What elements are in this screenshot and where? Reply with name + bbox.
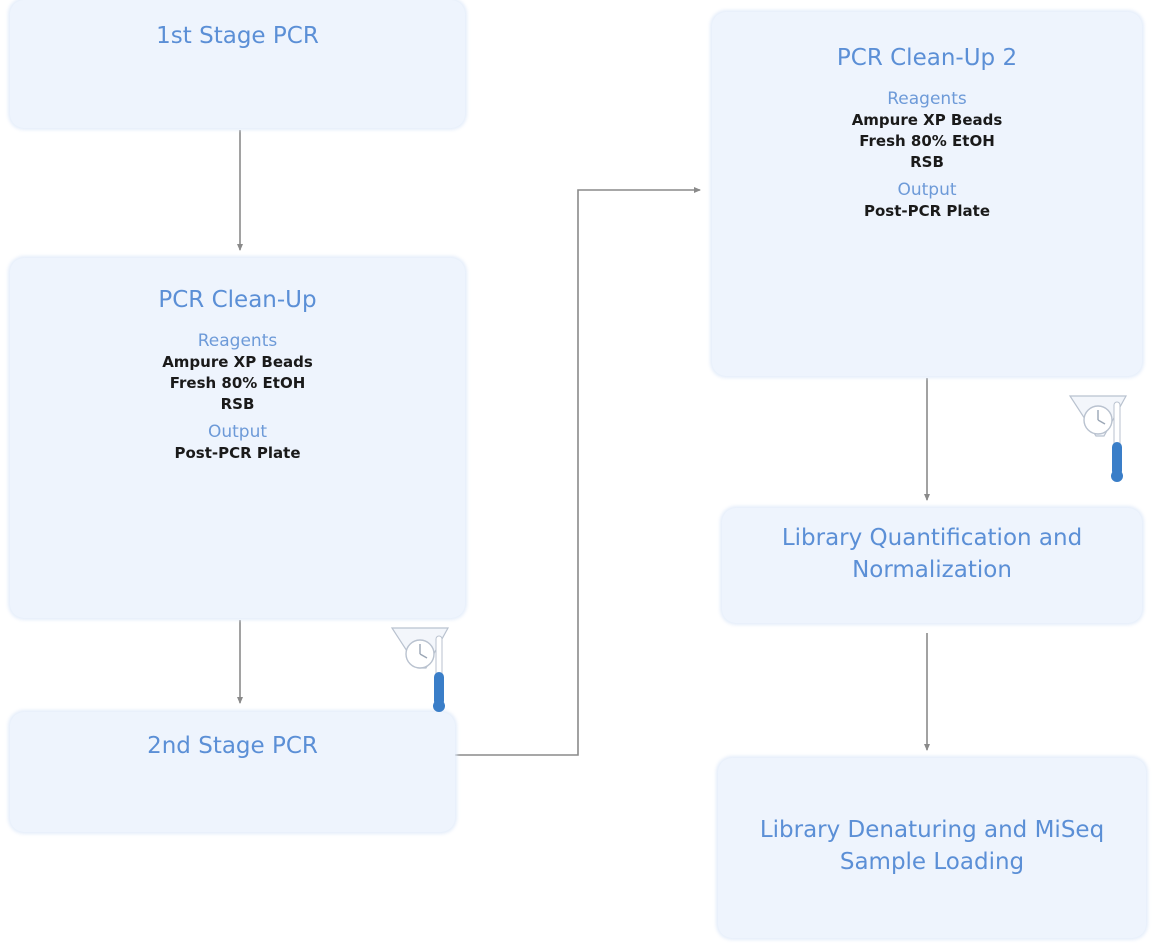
step-title: 2nd Stage PCR bbox=[147, 733, 318, 759]
step-1st-stage-pcr: 1st Stage PCR bbox=[10, 0, 465, 128]
reagent-item: RSB bbox=[220, 395, 255, 413]
reagent-item: Ampure XP Beads bbox=[851, 111, 1003, 129]
step-library-denaturing: Library Denaturing and MiSeq Sample Load… bbox=[718, 758, 1146, 938]
arrow-stage2-to-cleanup2 bbox=[455, 187, 701, 756]
reagents-label: Reagents bbox=[887, 89, 967, 109]
timer-thermometer-icon bbox=[390, 627, 450, 712]
reagents-label: Reagents bbox=[197, 331, 278, 351]
reagent-item: Fresh 80% EtOH bbox=[169, 374, 306, 392]
reagent-item: Fresh 80% EtOH bbox=[859, 132, 995, 150]
step-title: PCR Clean-Up bbox=[158, 287, 317, 313]
output-item: Post-PCR Plate bbox=[864, 202, 990, 220]
step-title: 1st Stage PCR bbox=[156, 23, 319, 49]
reagent-item: RSB bbox=[910, 153, 944, 171]
step-pcr-cleanup: PCR Clean-Up Reagents Ampure XP Beads Fr… bbox=[10, 258, 465, 618]
output-label: Output bbox=[207, 422, 268, 442]
step-title-line-1: Library Quantification and bbox=[781, 525, 1083, 551]
output-label: Output bbox=[897, 180, 957, 200]
step-title: PCR Clean-Up 2 bbox=[836, 45, 1018, 71]
step-2nd-stage-pcr: 2nd Stage PCR bbox=[10, 712, 455, 832]
output-item: Post-PCR Plate bbox=[174, 444, 301, 462]
step-title-line-2: Sample Loading bbox=[839, 849, 1025, 875]
step-pcr-cleanup-2: PCR Clean-Up 2 Reagents Ampure XP Beads … bbox=[712, 12, 1142, 376]
reagent-item: Ampure XP Beads bbox=[162, 353, 313, 371]
timer-thermometer-icon bbox=[1068, 395, 1128, 482]
step-library-quantification: Library Quantification and Normalization bbox=[722, 508, 1142, 623]
step-title-line-1: Library Denaturing and MiSeq bbox=[759, 817, 1105, 843]
step-title-line-2: Normalization bbox=[852, 557, 1012, 583]
